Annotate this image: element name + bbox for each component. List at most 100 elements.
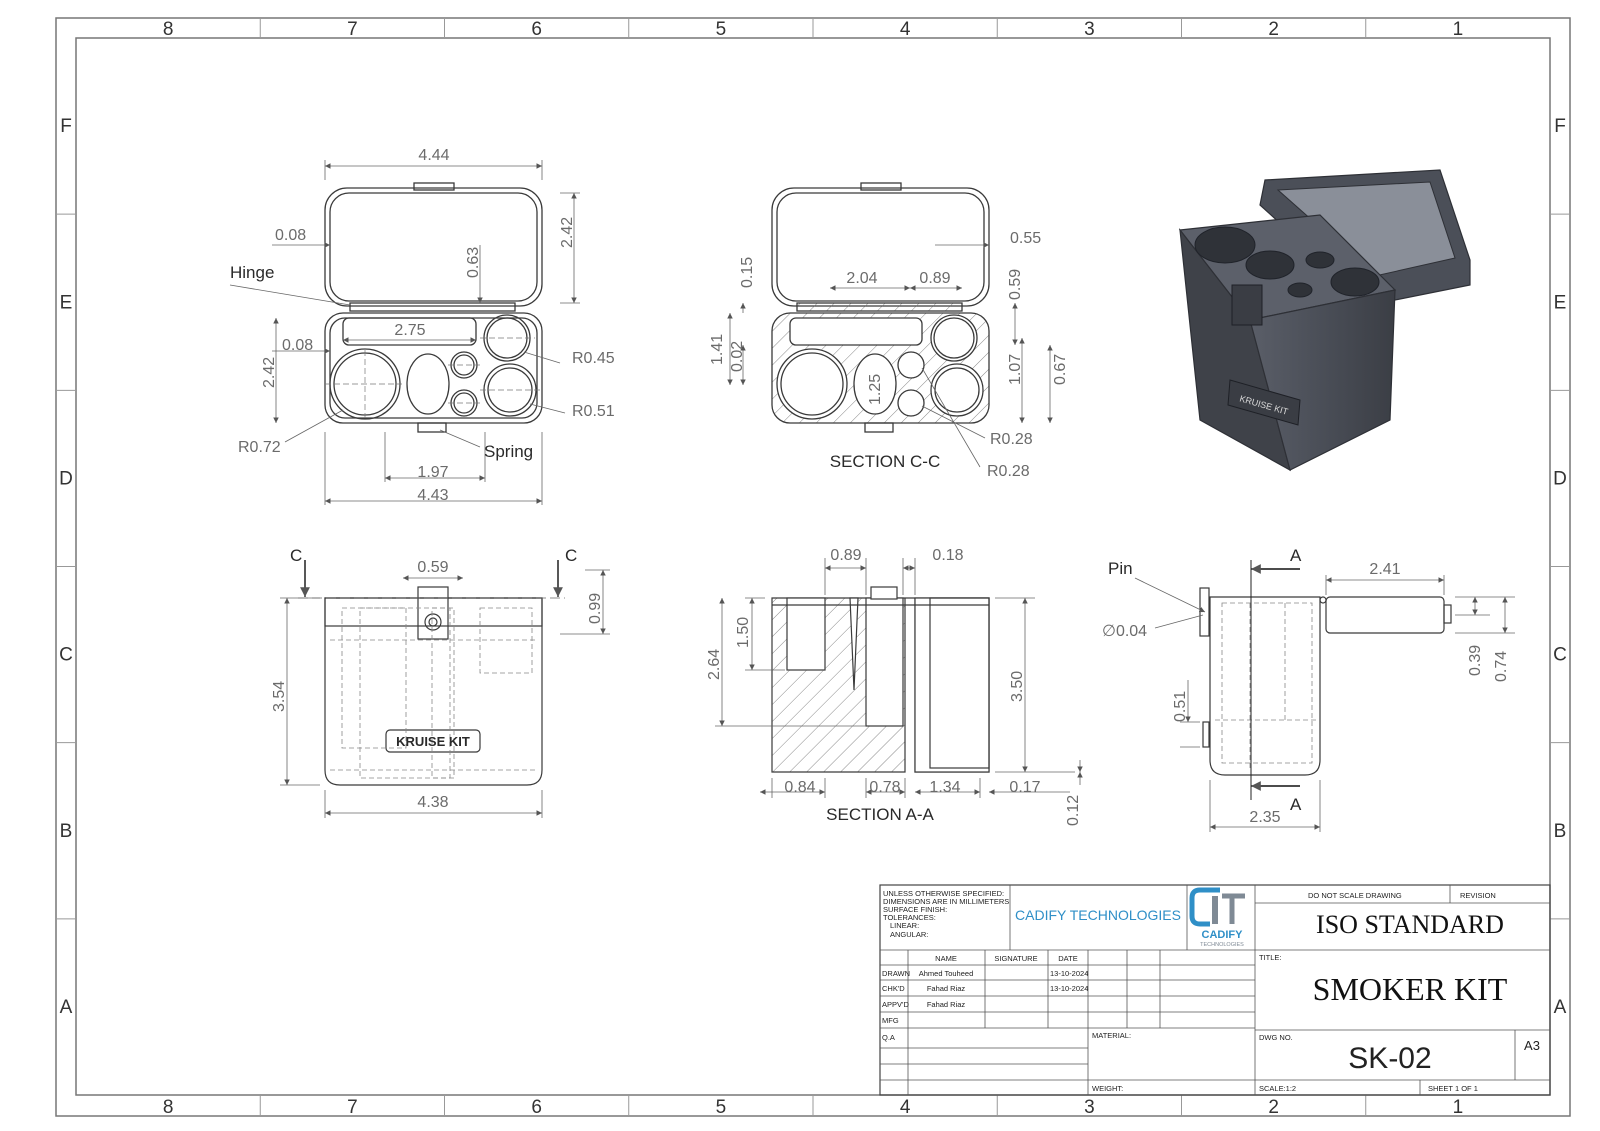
signature-row-name: Fahad Riaz (927, 1000, 966, 1009)
zone-col-label-bottom: 1 (1453, 1097, 1464, 1118)
dim-side-lid-length: 2.41 (1369, 561, 1400, 578)
zone-row-label-right: B (1554, 821, 1567, 842)
dim-cc-upper: 0.59 (1007, 269, 1024, 300)
top-view-dimension-lines (229, 160, 580, 505)
zone-row-label-right: F (1554, 116, 1566, 137)
dim-radius-large: R0.72 (238, 439, 281, 456)
signature-row-role: Q.A (882, 1033, 895, 1042)
front-view-hidden (330, 607, 537, 779)
zone-col-label-top: 4 (900, 19, 911, 40)
section-aa-text: 0.89 0.18 1.50 2.64 3.50 0.84 0.78 1.34 … (706, 547, 1082, 826)
zone-col-label-bottom: 2 (1268, 1097, 1279, 1118)
section-aa-view (771, 586, 990, 773)
dim-cc-thin: 0.02 (729, 341, 746, 372)
dim-cc-oval: 1.25 (867, 374, 884, 405)
dim-front-height: 3.54 (271, 681, 288, 712)
header-name: NAME (935, 954, 957, 963)
dim-front-lid: 0.99 (587, 593, 604, 624)
dim-cc-gap: 0.15 (739, 257, 756, 288)
scale-label: SCALE:1:2 (1259, 1084, 1296, 1093)
zone-col-label-bottom: 3 (1084, 1097, 1095, 1118)
note-line-3: SURFACE FINISH: (883, 905, 947, 914)
isometric-view: KRUISE KIT (1178, 169, 1471, 472)
zone-row-label-left: C (59, 645, 73, 666)
drawing-title: SMOKER KIT (1313, 971, 1508, 1007)
dim-body-wall: 0.08 (282, 337, 313, 354)
note-line-6: ANGULAR: (890, 930, 928, 939)
signature-row-role: APPV'D (882, 1000, 909, 1009)
zone-row-label-left: F (60, 116, 72, 137)
dim-side-lid-height: 0.74 (1493, 651, 1510, 682)
dim-aa-mid: 0.78 (869, 779, 900, 796)
dim-aa-depth: 2.64 (706, 649, 723, 680)
dim-front-width: 4.38 (417, 794, 448, 811)
top-view (324, 182, 543, 433)
signature-headers: NAME SIGNATURE DATE (935, 954, 1078, 963)
section-cc-dimension-lines (727, 242, 1053, 468)
section-marker-c-left: C (290, 546, 302, 565)
dim-body-width: 4.43 (417, 487, 448, 504)
header-date: DATE (1058, 954, 1077, 963)
zone-col-label-top: 3 (1084, 19, 1095, 40)
dim-lid-offset: 0.63 (465, 247, 482, 278)
dim-cc-hinge: 0.89 (919, 270, 950, 287)
dim-side-lid-inner: 0.39 (1467, 645, 1484, 676)
zone-row-label-left: B (60, 821, 73, 842)
top-view-dimension-text: 4.44 0.08 2.42 0.63 2.75 0.08 2.42 R0.45… (230, 147, 615, 504)
zone-col-label-top: 1 (1453, 19, 1464, 40)
zone-row-label-left: A (60, 997, 73, 1018)
dim-front-latch: 0.59 (417, 559, 448, 576)
dim-cc-height: 1.41 (709, 334, 726, 365)
signature-row-date: 13-10-2024 (1050, 969, 1088, 978)
dim-cc-lid-edge: 0.55 (1010, 230, 1041, 247)
do-not-scale-label: DO NOT SCALE DRAWING (1308, 891, 1402, 900)
note-line-4: TOLERANCES: (883, 913, 936, 922)
dim-cc-slot: 2.04 (846, 270, 877, 287)
note-line-5: LINEAR: (890, 921, 919, 930)
dim-radius-small: R0.45 (572, 350, 615, 367)
section-marker-c-right: C (565, 546, 577, 565)
dim-radius-mid: R0.51 (572, 403, 615, 420)
dim-slot-length: 2.75 (394, 322, 425, 339)
note-line-1: UNLESS OTHERWISE SPECIFIED: (883, 889, 1004, 898)
note-line-2: DIMENSIONS ARE IN MILLIMETERS (883, 897, 1009, 906)
company-logo: CADIFY TECHNOLOGIES (1189, 887, 1245, 948)
zone-col-label-bottom: 7 (347, 1097, 358, 1118)
zone-col-label-bottom: 5 (716, 1097, 727, 1118)
dim-top-width: 4.44 (418, 147, 449, 164)
zone-col-label-bottom: 6 (531, 1097, 542, 1118)
logo-subtext: TECHNOLOGIES (1200, 942, 1244, 948)
drawing-number: SK-02 (1348, 1042, 1431, 1075)
dwg-no-label: DWG NO. (1259, 1033, 1293, 1042)
section-marker-a-top: A (1290, 546, 1302, 565)
side-view-dimension-lines (1134, 560, 1515, 832)
zone-col-label-top: 7 (347, 19, 358, 40)
revision-label: REVISION (1460, 891, 1496, 900)
front-view-dimension-lines (280, 560, 610, 818)
label-hinge: Hinge (230, 263, 274, 282)
dim-cc-pocket: 0.67 (1052, 354, 1069, 385)
zone-col-label-top: 6 (531, 19, 542, 40)
dim-aa-base: 0.12 (1065, 795, 1082, 826)
title-block (879, 884, 1551, 1096)
dim-side-depth: 2.35 (1249, 809, 1280, 826)
dim-aa-right: 1.34 (929, 779, 960, 796)
material-label: MATERIAL: (1092, 1031, 1131, 1040)
label-spring: Spring (484, 442, 533, 461)
zone-row-label-right: A (1554, 997, 1567, 1018)
dim-spring-span: 1.97 (417, 464, 448, 481)
dim-cc-radius-b: R0.28 (987, 463, 1030, 480)
zone-ticks (56, 18, 1570, 1116)
zone-row-label-left: E (60, 292, 73, 313)
dim-cc-radius-a: R0.28 (990, 431, 1033, 448)
title-label: TITLE: (1259, 953, 1282, 962)
zone-row-label-left: D (59, 468, 73, 489)
front-view-text: C C 0.59 0.99 3.54 4.38 (271, 546, 604, 811)
front-brand-plate: KRUISE KIT (396, 734, 470, 749)
dim-aa-rib: 0.89 (830, 547, 861, 564)
signature-row-date: 13-10-2024 (1050, 984, 1088, 993)
section-marker-a-bottom: A (1290, 795, 1302, 814)
